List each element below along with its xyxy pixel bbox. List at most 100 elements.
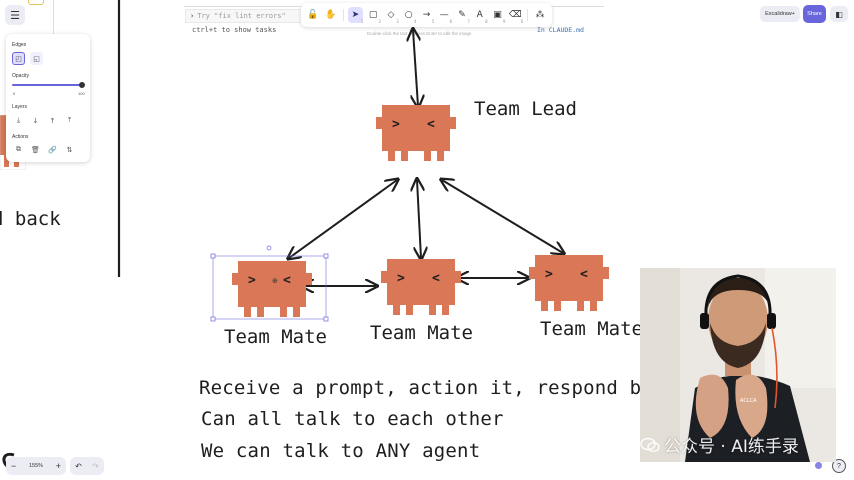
arrow-icon: → [422,10,431,20]
library-button[interactable]: ◧ [830,6,848,22]
zoom-out-button[interactable]: − [11,461,17,471]
properties-panel: Edges ◰ ◱ Opacity 0 100 Layers ⤓ ↓ ↑ ⤒ A… [6,34,90,162]
tool-shortcut-key: 0 [520,19,524,24]
hand-tool-button[interactable]: ✋ [323,7,339,23]
send-to-back-icon: ⤓ [16,116,21,124]
tool-shortcut-key: 4 [414,19,417,24]
redo-icon[interactable]: ↷ [92,461,99,471]
bring-forward-button[interactable]: ↑ [46,114,59,127]
link-icon: 🔗 [48,145,57,154]
arrow-up-icon: ↑ [49,116,56,125]
svg-text:ACLCA: ACLCA [740,398,757,404]
pointer-icon: ➤ [351,10,360,20]
arrow-tool-button[interactable]: →5 [419,7,435,24]
arrow-lead-mate1 [289,180,397,258]
duplicate-icon: ⧉ [16,145,21,153]
diamond-tool-button[interactable]: ◇3 [383,7,399,24]
duplicate-button[interactable]: ⧉ [12,143,25,156]
robot-eye-left: > [545,267,553,282]
diamond-icon: ◇ [387,10,395,20]
excalidraw-plus-button[interactable]: Excalidraw+ [760,6,800,22]
collab-indicator [815,462,822,469]
rectangle-tool-button[interactable]: ▢2 [365,7,381,24]
bullet-line-3[interactable]: We can talk to ANY agent [201,440,481,462]
library-icon: ◧ [835,9,843,19]
zoom-in-button[interactable]: + [55,461,61,471]
undo-icon[interactable]: ↶ [75,461,82,471]
arrow-top-lead [413,30,418,106]
robot-eye-right: < [427,117,435,132]
line-tool-button[interactable]: —6 [436,7,452,24]
watermark: 公众号 · AI练手录 [640,432,799,457]
presenter-image: ACLCA [640,268,836,462]
ellipse-tool-button[interactable]: ○4 [401,7,417,24]
hand-icon: ✋ [325,10,337,20]
flip-icon: ⇅ [66,145,73,154]
robot-eye-left: > [392,117,400,132]
selection-tool-button[interactable]: ➤1 [347,7,364,24]
label-team-mate-1[interactable]: Team Mate [224,326,327,348]
bullet-line-2[interactable]: Can all talk to each other [201,408,504,430]
flip-button[interactable]: ⇅ [63,143,76,156]
robot-team-lead: > < [376,105,456,161]
actions-label: Actions [12,134,29,140]
bullet-line-1[interactable]: Receive a prompt, action it, respond bac… [199,377,677,399]
edges-label: Edges [12,42,27,48]
tool-shortcut-key: 3 [396,19,399,24]
eraser-tool-button[interactable]: ⌫0 [507,7,524,24]
terminal-hint: ctrl+t to show tasks [192,26,277,34]
label-team-mate-3[interactable]: Team Mate [540,318,643,340]
label-team-lead[interactable]: Team Lead [474,98,577,120]
send-backward-button[interactable]: ↓ [29,114,42,127]
image-tool-button[interactable]: ▣9 [490,7,505,24]
tool-shortcut-key: 5 [431,19,435,24]
robot-eye-right: < [432,271,440,286]
trash-icon: 🗑 [31,145,40,154]
share-button[interactable]: Share [803,5,826,23]
arrow-lead-mate2 [417,180,421,258]
tool-shortcut-key: 1 [360,19,364,24]
eraser-icon: ⌫ [508,10,522,20]
lock-tool-button[interactable]: 🔓 [305,7,321,23]
label-team-mate-2[interactable]: Team Mate [370,322,473,344]
zoom-level[interactable]: 155% [28,463,44,469]
tool-shortcut-key: 8 [485,19,488,24]
robot-eye-left: > [397,271,405,286]
arrow-lead-mate3 [442,180,563,253]
terminal-claude-ref: In CLAUDE.md [537,26,584,34]
hamburger-icon: ☰ [10,8,20,22]
edges-sharp-button[interactable]: ◰ [12,52,25,65]
help-button[interactable]: ? [832,459,846,473]
terminal-prompt-input[interactable]: ›Try "fix lint errors" [185,9,305,23]
toolbar-separator [527,9,529,21]
more-tool-button[interactable]: ⁂ [532,7,548,23]
opacity-slider-thumb[interactable] [79,82,85,88]
sharp-corner-icon: ◰ [15,54,22,63]
arrow-down-icon: ↓ [32,116,39,125]
bring-to-front-icon: ⤒ [67,116,72,124]
round-corner-icon: ◱ [33,54,40,63]
bring-to-front-button[interactable]: ⤒ [63,114,76,127]
prompt-caret-icon: › [190,12,195,20]
delete-button[interactable]: 🗑 [29,143,42,156]
opacity-min: 0 [13,91,16,96]
link-button[interactable]: 🔗 [46,143,59,156]
pencil-icon: ✎ [458,10,466,20]
lock-icon: 🔓 [307,10,319,20]
ellipse-icon: ○ [404,10,413,20]
tool-shortcut-key: 7 [467,19,470,24]
robot-eye-left: > [248,273,256,288]
edges-round-button[interactable]: ◱ [30,52,43,65]
svg-text:⊕: ⊕ [272,277,278,285]
opacity-max: 100 [78,91,85,96]
left-partial-text[interactable]: d back [0,208,61,230]
draw-tool-button[interactable]: ✎7 [454,7,470,24]
rectangle-icon: ▢ [368,10,378,20]
main-menu-button[interactable]: ☰ [5,5,25,25]
opacity-slider-track[interactable] [12,84,82,86]
robot-team-mate-3: > < [529,255,609,311]
toolbar-separator [342,9,344,21]
send-to-back-button[interactable]: ⤓ [12,114,25,127]
